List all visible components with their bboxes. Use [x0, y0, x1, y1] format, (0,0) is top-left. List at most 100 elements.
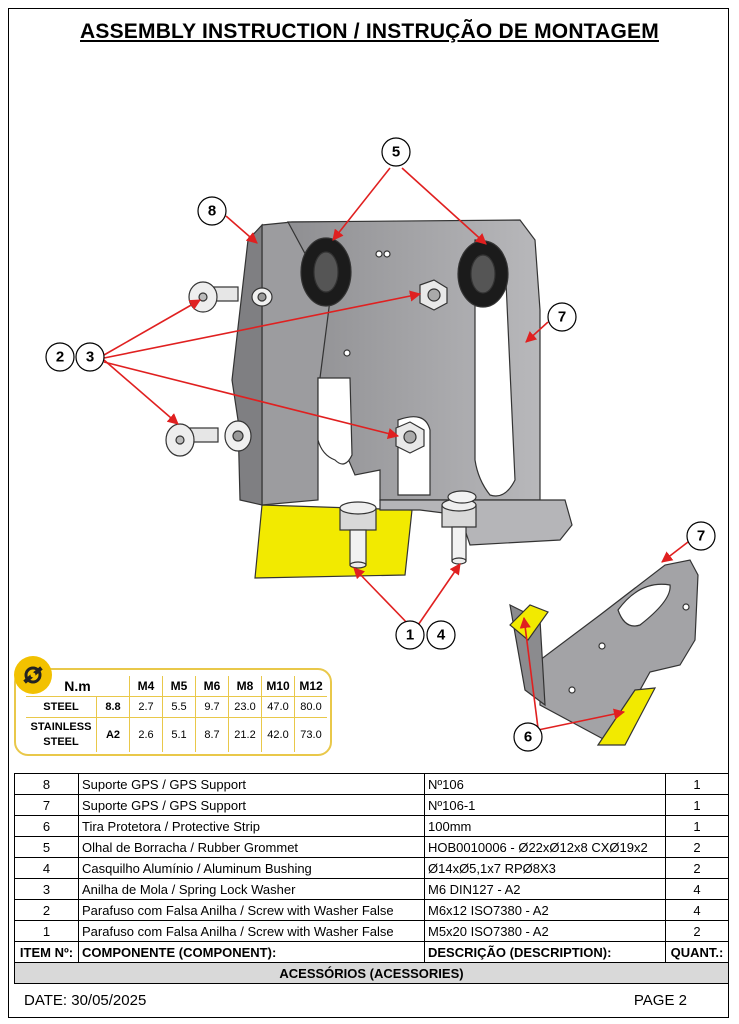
callout-5-label: 5	[392, 144, 400, 161]
callout-3	[75, 342, 105, 372]
accessories-label: ACESSÓRIOS (ACESSORIES)	[14, 962, 729, 984]
quantity: 1	[665, 794, 729, 816]
item-number: 4	[14, 857, 79, 879]
screw-m5-left	[339, 501, 377, 569]
quantity: 4	[665, 878, 729, 900]
item-number: 6	[14, 815, 79, 837]
component-name: Parafuso com Falsa Anilha / Screw with W…	[78, 899, 425, 921]
table-row: 7 Suporte GPS / GPS Support Nº106-1 1	[14, 794, 729, 816]
item-number: 1	[14, 920, 79, 942]
rubber-grommet-left	[300, 237, 352, 307]
table-row: 4 Casquilho Alumínio / Aluminum Bushing …	[14, 857, 729, 879]
header-quantity: QUANT.:	[665, 941, 729, 963]
torque-value: 80.0	[294, 696, 327, 718]
table-header-row: ITEM Nº: COMPONENTE (COMPONENT): DESCRIÇ…	[14, 941, 729, 963]
quantity: 2	[665, 836, 729, 858]
callout-4	[426, 620, 456, 650]
table-row: 8 Suporte GPS / GPS Support Nº106 1	[14, 773, 729, 795]
description: Nº106	[424, 773, 666, 795]
component-name: Parafuso com Falsa Anilha / Screw with W…	[78, 920, 425, 942]
page-frame	[8, 8, 729, 1018]
callout-7-label: 7	[558, 309, 566, 326]
description: Ø14xØ5,1x7 RPØ8X3	[424, 857, 666, 879]
callout-bubbles	[45, 137, 716, 752]
accessories-row: ACESSÓRIOS (ACESSORIES)	[14, 962, 729, 984]
component-name: Suporte GPS / GPS Support	[78, 773, 425, 795]
table-row: 2 Parafuso com Falsa Anilha / Screw with…	[14, 899, 729, 921]
callout-2	[45, 342, 75, 372]
leader-arrows	[103, 167, 689, 731]
torque-value: 73.0	[294, 717, 327, 752]
description: Nº106-1	[424, 794, 666, 816]
table-row: 5 Olhal de Borracha / Rubber Grommet HOB…	[14, 836, 729, 858]
hex-nut-top	[419, 279, 448, 311]
table-row: 3 Anilha de Mola / Spring Lock Washer M6…	[14, 878, 729, 900]
size-m10: M10	[261, 676, 295, 697]
item-number: 5	[14, 836, 79, 858]
callout-1	[395, 620, 425, 650]
quantity: 1	[665, 815, 729, 837]
description: M5x20 ISO7380 - A2	[424, 920, 666, 942]
material-steel: STEEL	[26, 696, 97, 718]
callout-1-label: 1	[406, 627, 414, 644]
header-item: ITEM Nº:	[14, 941, 79, 963]
document-date: DATE: 30/05/2025	[24, 992, 147, 1009]
callout-5	[381, 137, 411, 167]
description: HOB0010006 - Ø22xØ12x8 CXØ19x2	[424, 836, 666, 858]
callout-7-detail	[686, 521, 716, 551]
screw-m6-bottom	[165, 420, 252, 457]
quantity: 2	[665, 920, 729, 942]
torque-value: 5.5	[162, 696, 196, 718]
item-number: 8	[14, 773, 79, 795]
torque-unit: N.m	[26, 676, 130, 697]
torque-value: 2.7	[129, 696, 163, 718]
parts-list-table: 8 Suporte GPS / GPS Support Nº106 1 7 Su…	[14, 773, 729, 984]
page-number: PAGE 2	[633, 992, 687, 1009]
torque-value: 23.0	[228, 696, 262, 718]
screw-m5-right	[441, 490, 477, 565]
torque-value: 21.2	[228, 717, 262, 752]
page-title: ASSEMBLY INSTRUCTION / INSTRUÇÃO DE MONT…	[80, 20, 659, 43]
item-number: 2	[14, 899, 79, 921]
hex-nut-bottom	[395, 421, 425, 454]
grade-steel: 8.8	[96, 696, 130, 718]
quantity: 1	[665, 773, 729, 795]
callout-8	[197, 196, 227, 226]
size-m4: M4	[129, 676, 163, 697]
torque-grid: N.m M4 M5 M6 M8 M10 M12 STEEL 8.8 2.7 5.…	[26, 676, 327, 752]
detail-view-plate-7	[509, 559, 699, 746]
size-m8: M8	[228, 676, 262, 697]
callout-6	[513, 722, 543, 752]
table-row: 1 Parafuso com Falsa Anilha / Screw with…	[14, 920, 729, 942]
grade-stainless: A2	[96, 717, 130, 752]
component-name: Suporte GPS / GPS Support	[78, 794, 425, 816]
header-description: DESCRIÇÃO (DESCRIPTION):	[424, 941, 666, 963]
torque-value: 42.0	[261, 717, 295, 752]
quantity: 4	[665, 899, 729, 921]
protective-strip-detail-bottom	[596, 687, 657, 746]
callout-7-detail-label: 7	[697, 528, 705, 545]
size-m5: M5	[162, 676, 196, 697]
torque-value: 9.7	[195, 696, 229, 718]
bracket-assembly	[165, 219, 573, 579]
torque-value: 5.1	[162, 717, 196, 752]
material-stainless: STAINLESS STEEL	[30, 721, 92, 748]
torque-value: 2.6	[129, 717, 163, 752]
component-name: Tira Protetora / Protective Strip	[78, 815, 425, 837]
table-row: 6 Tira Protetora / Protective Strip 100m…	[14, 815, 729, 837]
torque-value: 8.7	[195, 717, 229, 752]
torque-value: 47.0	[261, 696, 295, 718]
size-m6: M6	[195, 676, 229, 697]
item-number: 3	[14, 878, 79, 900]
component-name: Olhal de Borracha / Rubber Grommet	[78, 836, 425, 858]
component-name: Casquilho Alumínio / Aluminum Bushing	[78, 857, 425, 879]
quantity: 2	[665, 857, 729, 879]
callout-2-label: 2	[56, 349, 64, 366]
description: M6 DIN127 - A2	[424, 878, 666, 900]
callout-3-label: 3	[86, 349, 94, 366]
rubber-grommet-right	[457, 240, 509, 308]
callout-4-label: 4	[437, 627, 446, 644]
torque-table: N.m M4 M5 M6 M8 M10 M12 STEEL 8.8 2.7 5.…	[14, 656, 332, 756]
callout-8-label: 8	[208, 203, 216, 220]
